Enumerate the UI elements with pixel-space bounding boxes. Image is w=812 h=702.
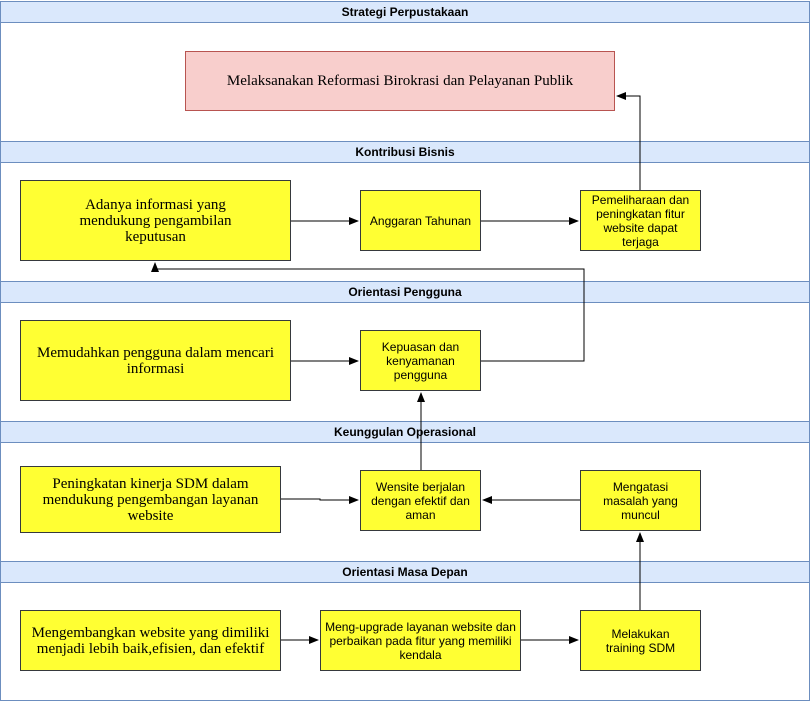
node-memudahkan: Memudahkan pengguna dalam mencari inform… xyxy=(20,320,291,401)
node-mengatasi-label: Mengatasi masalah yang muncul xyxy=(603,479,678,522)
node-informasi-label: Adanya informasi yang mendukung pengambi… xyxy=(79,196,232,245)
node-pemeliharaan-label: Pemeliharaan dan peningkatan fitur websi… xyxy=(591,192,690,249)
lane-header-masa-depan: Orientasi Masa Depan xyxy=(0,561,810,583)
node-pemeliharaan: Pemeliharaan dan peningkatan fitur websi… xyxy=(580,190,701,251)
node-memudahkan-label: Memudahkan pengguna dalam mencari inform… xyxy=(37,344,274,377)
node-mengembangkan-label: Mengembangkan website yang dimiliki menj… xyxy=(31,624,270,657)
lane-header-kontribusi: Kontribusi Bisnis xyxy=(0,141,810,163)
lane-header-keunggulan: Keunggulan Operasional xyxy=(0,421,810,443)
node-berjalan-label: Wensite berjalan dengan efektif dan aman xyxy=(371,479,470,522)
node-kinerja-label: Peningkatan kinerja SDM dalam mendukung … xyxy=(42,475,259,524)
node-reformasi-label: Melaksanakan Reformasi Birokrasi dan Pel… xyxy=(226,73,574,89)
node-training: Melakukan training SDM xyxy=(580,610,701,671)
node-kinerja: Peningkatan kinerja SDM dalam mendukung … xyxy=(20,466,281,533)
node-kepuasan: Kepuasan dan kenyamanan pengguna xyxy=(360,330,481,391)
node-informasi: Adanya informasi yang mendukung pengambi… xyxy=(20,180,291,261)
node-reformasi: Melaksanakan Reformasi Birokrasi dan Pel… xyxy=(185,51,615,111)
node-anggaran-label: Anggaran Tahunan xyxy=(369,213,472,228)
node-kepuasan-label: Kepuasan dan kenyamanan pengguna xyxy=(381,339,460,382)
lane-header-strategi: Strategi Perpustakaan xyxy=(0,1,810,23)
node-upgrade: Meng-upgrade layanan website dan perbaik… xyxy=(320,610,521,671)
node-berjalan: Wensite berjalan dengan efektif dan aman xyxy=(360,470,481,531)
node-mengembangkan: Mengembangkan website yang dimiliki menj… xyxy=(20,610,281,671)
node-anggaran: Anggaran Tahunan xyxy=(360,190,481,251)
lane-header-orientasi-pengguna: Orientasi Pengguna xyxy=(0,281,810,303)
node-upgrade-label: Meng-upgrade layanan website dan perbaik… xyxy=(325,619,516,662)
node-mengatasi: Mengatasi masalah yang muncul xyxy=(580,470,701,531)
node-training-label: Melakukan training SDM xyxy=(605,626,676,655)
